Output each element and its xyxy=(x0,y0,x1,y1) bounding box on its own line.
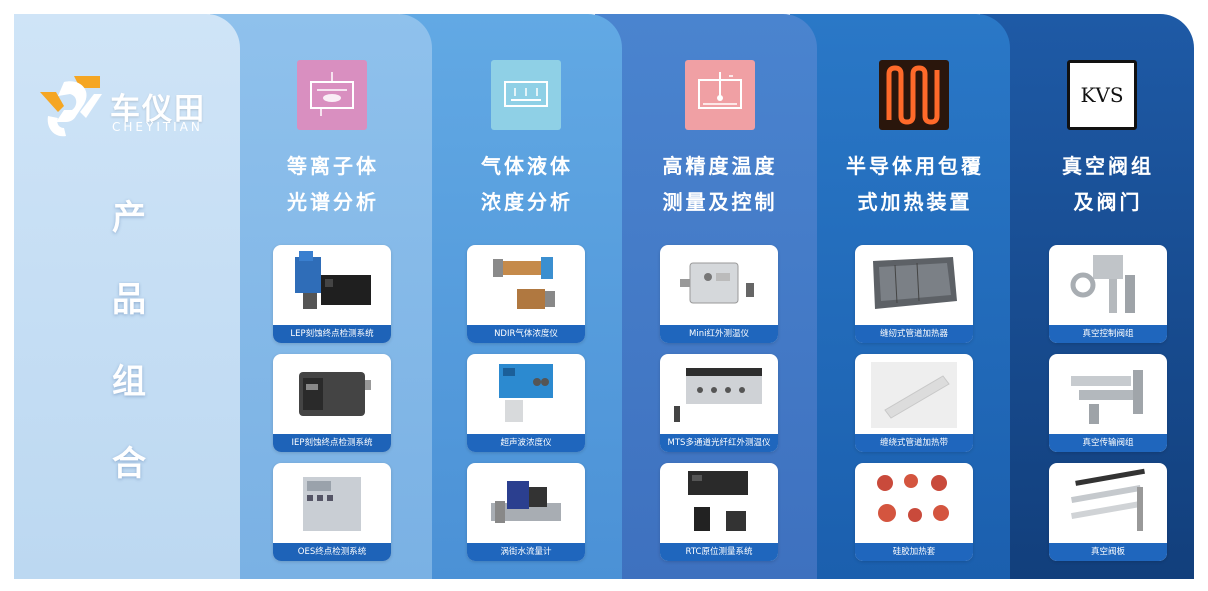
rtc-system-image xyxy=(688,471,748,531)
category-title-line1: 半导体用包覆 xyxy=(846,154,984,178)
product-label: Mini红外测温仪 xyxy=(660,325,778,343)
product-label: 涡街水流量计 xyxy=(467,543,585,561)
brand-name-en: CHEYITIAN xyxy=(112,120,203,134)
heating-tape-image xyxy=(871,362,957,428)
plasma-chamber-icon xyxy=(297,60,367,130)
product-label: 缠绕式管道加热带 xyxy=(855,434,973,452)
product-label: LEP刻蚀终点检测系统 xyxy=(273,325,391,343)
vertical-title-char: 组 xyxy=(112,362,146,402)
product-card[interactable]: 硅胶加热套 xyxy=(855,463,973,561)
product-label: MTS多通道光纤红外测温仪 xyxy=(660,434,778,452)
vertical-title-char: 合 xyxy=(112,444,146,484)
product-card[interactable]: NDIR气体浓度仪 xyxy=(467,245,585,343)
product-card[interactable]: Mini红外测温仪 xyxy=(660,245,778,343)
product-card[interactable]: 真空控制阀组 xyxy=(1049,245,1167,343)
category-title-line2: 浓度分析 xyxy=(481,190,573,214)
product-label: 硅胶加热套 xyxy=(855,543,973,561)
ultrasonic-meter-image xyxy=(499,364,553,422)
product-card[interactable]: 真空传输阀组 xyxy=(1049,354,1167,452)
oes-system-image xyxy=(303,477,361,531)
product-label: RTC原位测量系统 xyxy=(660,543,778,561)
category-title-line2: 式加热装置 xyxy=(857,190,973,214)
jacket-heater-image xyxy=(873,257,957,309)
iep-system-image xyxy=(299,372,371,416)
product-label: 超声波浓度仪 xyxy=(467,434,585,452)
product-card[interactable]: 涡街水流量计 xyxy=(467,463,585,561)
thermometer-chamber-icon xyxy=(685,60,755,130)
product-label: 缝纫式管道加热器 xyxy=(855,325,973,343)
kvs-logo-icon: KVS xyxy=(1067,60,1137,130)
product-card[interactable]: 超声波浓度仪 xyxy=(467,354,585,452)
product-card[interactable]: LEP刻蚀终点检测系统 xyxy=(273,245,391,343)
vortex-flowmeter-image xyxy=(491,481,561,523)
gas-cell-icon xyxy=(491,60,561,130)
panel-brand xyxy=(14,14,240,579)
product-label: 真空传输阀组 xyxy=(1049,434,1167,452)
product-label: IEP刻蚀终点检测系统 xyxy=(273,434,391,452)
ndir-sensor-image xyxy=(493,257,555,309)
product-label: 真空控制阀组 xyxy=(1049,325,1167,343)
category-title-line1: 气体液体 xyxy=(481,154,573,178)
kvs-logo-text: KVS xyxy=(1080,83,1124,107)
category-title-line2: 光谱分析 xyxy=(287,190,379,214)
vertical-title-char: 品 xyxy=(112,280,146,320)
lep-system-image xyxy=(295,251,371,309)
heating-coil-icon xyxy=(879,60,949,130)
product-card[interactable]: 缝纫式管道加热器 xyxy=(855,245,973,343)
product-label: 真空阀板 xyxy=(1049,543,1167,561)
product-card[interactable]: 缠绕式管道加热带 xyxy=(855,354,973,452)
vacuum-valve-plate-image xyxy=(1071,468,1145,531)
product-card[interactable]: OES终点检测系统 xyxy=(273,463,391,561)
vertical-title-char: 产 xyxy=(112,198,146,238)
product-card[interactable]: RTC原位测量系统 xyxy=(660,463,778,561)
category-title-line1: 真空阀组 xyxy=(1062,154,1154,178)
brand-mark-icon xyxy=(40,76,102,137)
product-card[interactable]: MTS多通道光纤红外测温仪 xyxy=(660,354,778,452)
vacuum-transfer-valve-image xyxy=(1071,370,1143,424)
vacuum-control-valve-image xyxy=(1070,255,1135,313)
silicone-heater-image xyxy=(877,474,949,522)
category-title-line2: 及阀门 xyxy=(1073,190,1143,214)
product-label: NDIR气体浓度仪 xyxy=(467,325,585,343)
mini-ir-thermometer-image xyxy=(680,262,754,304)
product-card[interactable]: 真空阀板 xyxy=(1049,463,1167,561)
brand-name-cn: 车仪田 xyxy=(110,92,206,127)
mts-multichannel-image xyxy=(674,368,762,422)
product-card[interactable]: IEP刻蚀终点检测系统 xyxy=(273,354,391,452)
product-label: OES终点检测系统 xyxy=(273,543,391,561)
category-title-line2: 测量及控制 xyxy=(662,190,778,214)
brand-logo: 车仪田 CHEYITIAN xyxy=(34,72,234,142)
category-title-line1: 高精度温度 xyxy=(662,154,778,178)
category-title-line1: 等离子体 xyxy=(287,154,379,178)
